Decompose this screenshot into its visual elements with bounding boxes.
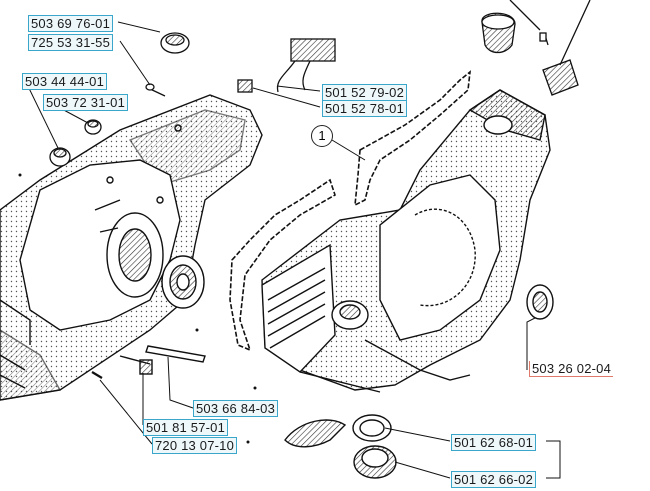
top-right-parts [481, 0, 591, 96]
gaskets [229, 70, 472, 352]
leader-lines [24, 21, 561, 479]
ball-bearing [161, 255, 205, 309]
ignition-module [276, 38, 336, 93]
seal-ring [526, 284, 554, 320]
reference-dots [18, 173, 257, 444]
part-label: 503 69 76-01 [28, 15, 114, 32]
right-crankcase-half [261, 89, 551, 393]
filler-caps [284, 414, 397, 479]
part-label: 501 52 78-01 [322, 100, 408, 117]
callout-marker: 1 [311, 125, 333, 147]
pins-screws [91, 345, 206, 379]
part-label: 720 13 07-10 [152, 437, 238, 454]
part-label: 503 44 44-01 [22, 73, 108, 90]
part-label-highlighted: 503 26 02-04 [529, 361, 614, 377]
part-label: 503 72 31-01 [43, 94, 129, 111]
part-label: 725 53 31-55 [28, 34, 114, 51]
part-label: 501 52 79-02 [322, 84, 408, 101]
left-crankcase-half [0, 94, 263, 401]
part-label: 501 62 66-02 [451, 471, 537, 488]
rubber-buffers [49, 32, 253, 167]
part-label: 501 81 57-01 [143, 419, 229, 436]
part-label: 503 66 84-03 [193, 400, 279, 417]
part-label: 501 62 68-01 [451, 434, 537, 451]
